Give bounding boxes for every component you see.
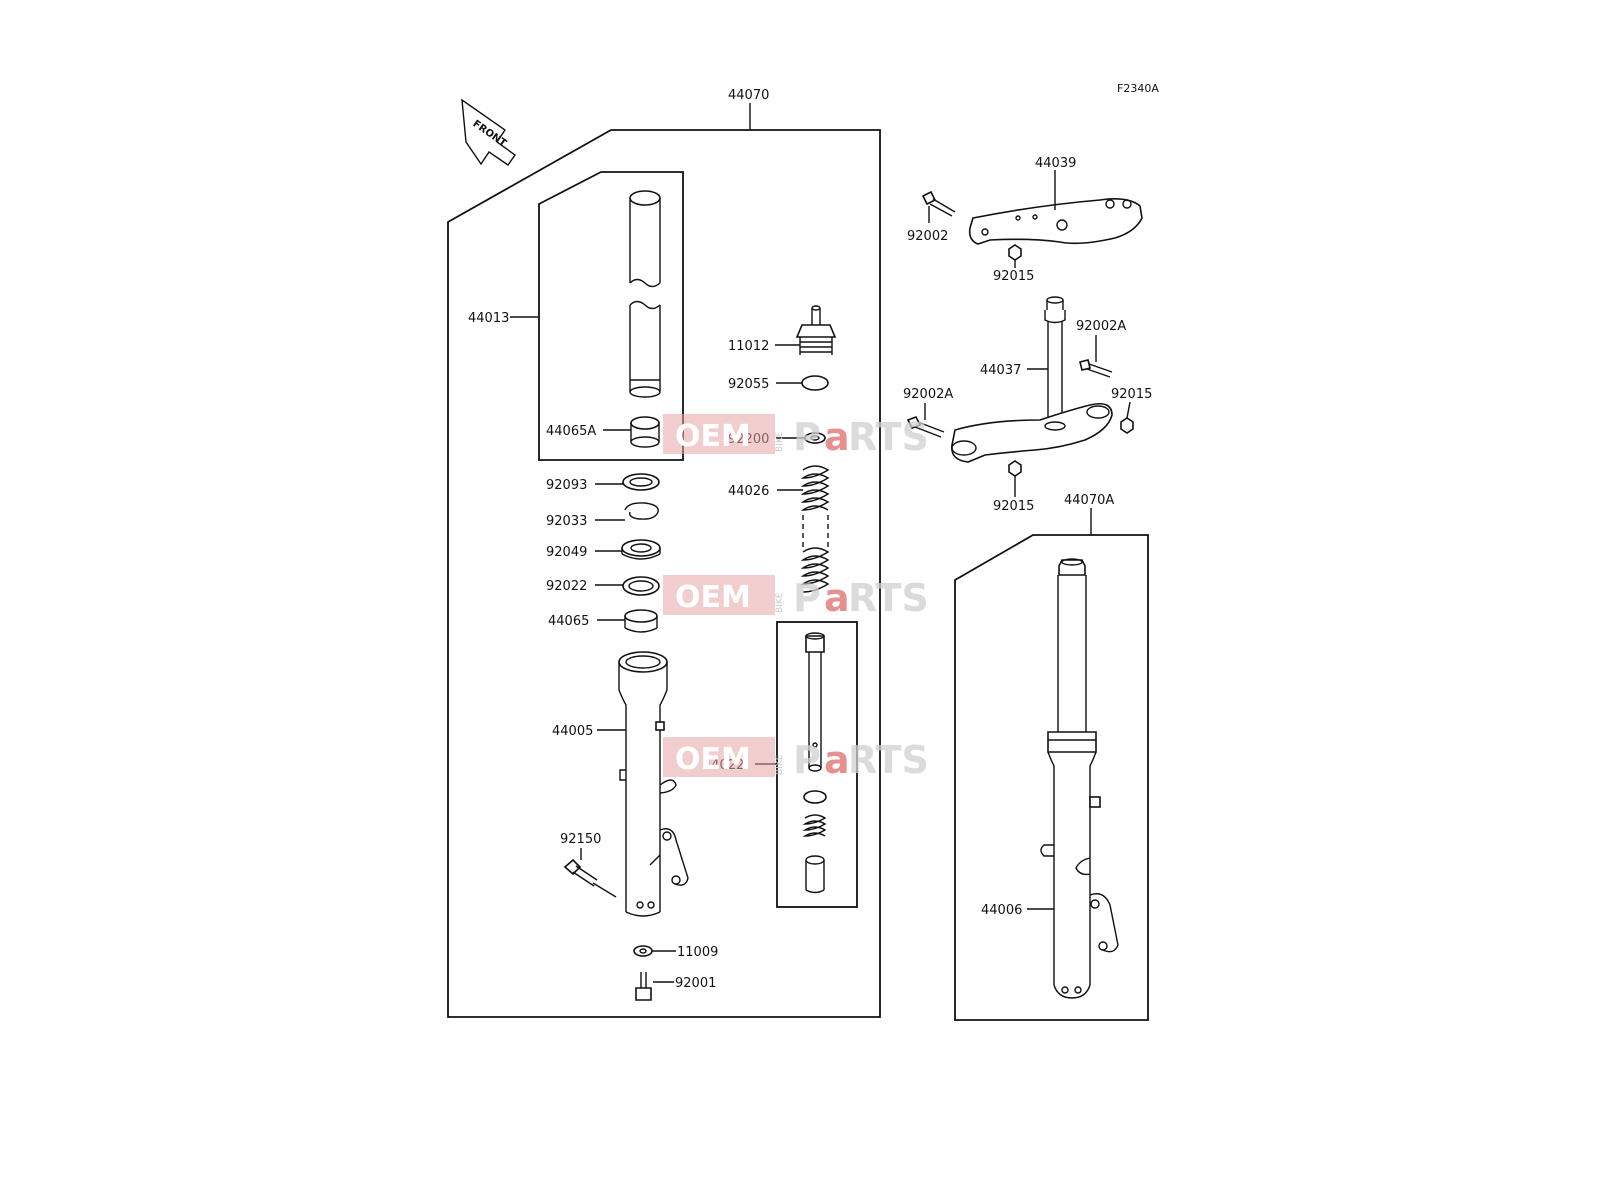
dust-seal-part xyxy=(622,473,660,491)
label-92001: 92001 xyxy=(675,976,716,991)
label-44070A: 44070A xyxy=(1064,493,1114,508)
svg-text:OEM: OEM xyxy=(675,742,751,777)
svg-text:a: a xyxy=(824,415,850,459)
nut-92015-right-part xyxy=(1120,417,1134,434)
fork-spring-part xyxy=(800,465,830,593)
fork-assembly-frame: 44070 xyxy=(447,88,881,1018)
cap-bolt-part xyxy=(795,305,837,355)
svg-text:BIKE: BIKE xyxy=(775,592,785,613)
svg-text:a: a xyxy=(824,738,850,782)
svg-text:P: P xyxy=(793,576,821,620)
label-92015-bottom: 92015 xyxy=(993,499,1034,514)
bolt-92001-part xyxy=(635,972,652,1001)
label-11012: 11012 xyxy=(728,339,769,354)
label-92002A-left: 92002A xyxy=(903,387,953,402)
watermark-3: OEM BIKE P a RTS xyxy=(663,737,929,782)
label-92015-top: 92015 xyxy=(993,269,1034,284)
washer-part xyxy=(622,576,660,596)
label-92002A-right: 92002A xyxy=(1076,319,1126,334)
oil-seal-part xyxy=(621,539,661,560)
guide-bushing-part xyxy=(624,609,658,633)
label-11009: 11009 xyxy=(677,945,718,960)
upper-bracket-part xyxy=(968,198,1143,245)
label-44039: 44039 xyxy=(1035,156,1076,171)
bolt-92002A-left-part xyxy=(906,415,945,438)
label-44037: 44037 xyxy=(980,363,1021,378)
watermark-1: OEM BIKE P a RTS xyxy=(663,414,929,459)
right-fork-leg-part xyxy=(1040,558,1119,999)
label-44013: 44013 xyxy=(468,311,509,326)
svg-text:RTS: RTS xyxy=(848,576,929,620)
right-fork-frame: 44070A xyxy=(954,493,1149,1021)
inner-tube-frame: 44013 xyxy=(468,171,684,461)
label-92049: 92049 xyxy=(546,545,587,560)
label-44070: 44070 xyxy=(728,88,769,103)
svg-text:BIKE: BIKE xyxy=(775,754,785,775)
svg-text:BIKE: BIKE xyxy=(775,431,785,452)
label-92015-right: 92015 xyxy=(1111,387,1152,402)
label-44065A: 44065A xyxy=(546,424,596,439)
label-92093: 92093 xyxy=(546,478,587,493)
svg-text:RTS: RTS xyxy=(848,738,929,782)
nut-92015-top-part xyxy=(1008,244,1022,261)
svg-text:OEM: OEM xyxy=(675,580,751,615)
label-44006: 44006 xyxy=(981,903,1022,918)
damper-rod-part xyxy=(802,632,827,894)
label-44065: 44065 xyxy=(548,614,589,629)
diagram-code: F2340A xyxy=(1117,82,1159,95)
bolt-92002A-right-part xyxy=(1079,359,1113,378)
label-44026: 44026 xyxy=(728,484,769,499)
gasket-11009-part xyxy=(633,945,653,957)
bolt-92150-part xyxy=(563,858,617,898)
label-44005: 44005 xyxy=(552,724,593,739)
svg-text:P: P xyxy=(793,738,821,782)
label-92002: 92002 xyxy=(907,229,948,244)
inner-tube-part xyxy=(629,190,661,448)
front-arrow-icon: FRONT xyxy=(461,98,516,166)
label-92055: 92055 xyxy=(728,377,769,392)
svg-text:RTS: RTS xyxy=(848,415,929,459)
steering-stem-part xyxy=(951,296,1113,463)
outer-tube-part xyxy=(618,651,689,917)
bolt-92002-part xyxy=(921,190,956,217)
label-92022: 92022 xyxy=(546,579,587,594)
label-92033: 92033 xyxy=(546,514,587,529)
retaining-ring-part xyxy=(624,502,659,520)
o-ring-part xyxy=(801,375,829,391)
watermark-2: OEM BIKE P a RTS xyxy=(663,575,929,620)
label-92150: 92150 xyxy=(560,832,601,847)
spring-washer-part xyxy=(804,432,826,444)
svg-text:OEM: OEM xyxy=(675,419,751,454)
nut-92015-bottom-part xyxy=(1008,460,1022,477)
svg-text:a: a xyxy=(824,576,850,620)
svg-text:P: P xyxy=(793,415,821,459)
